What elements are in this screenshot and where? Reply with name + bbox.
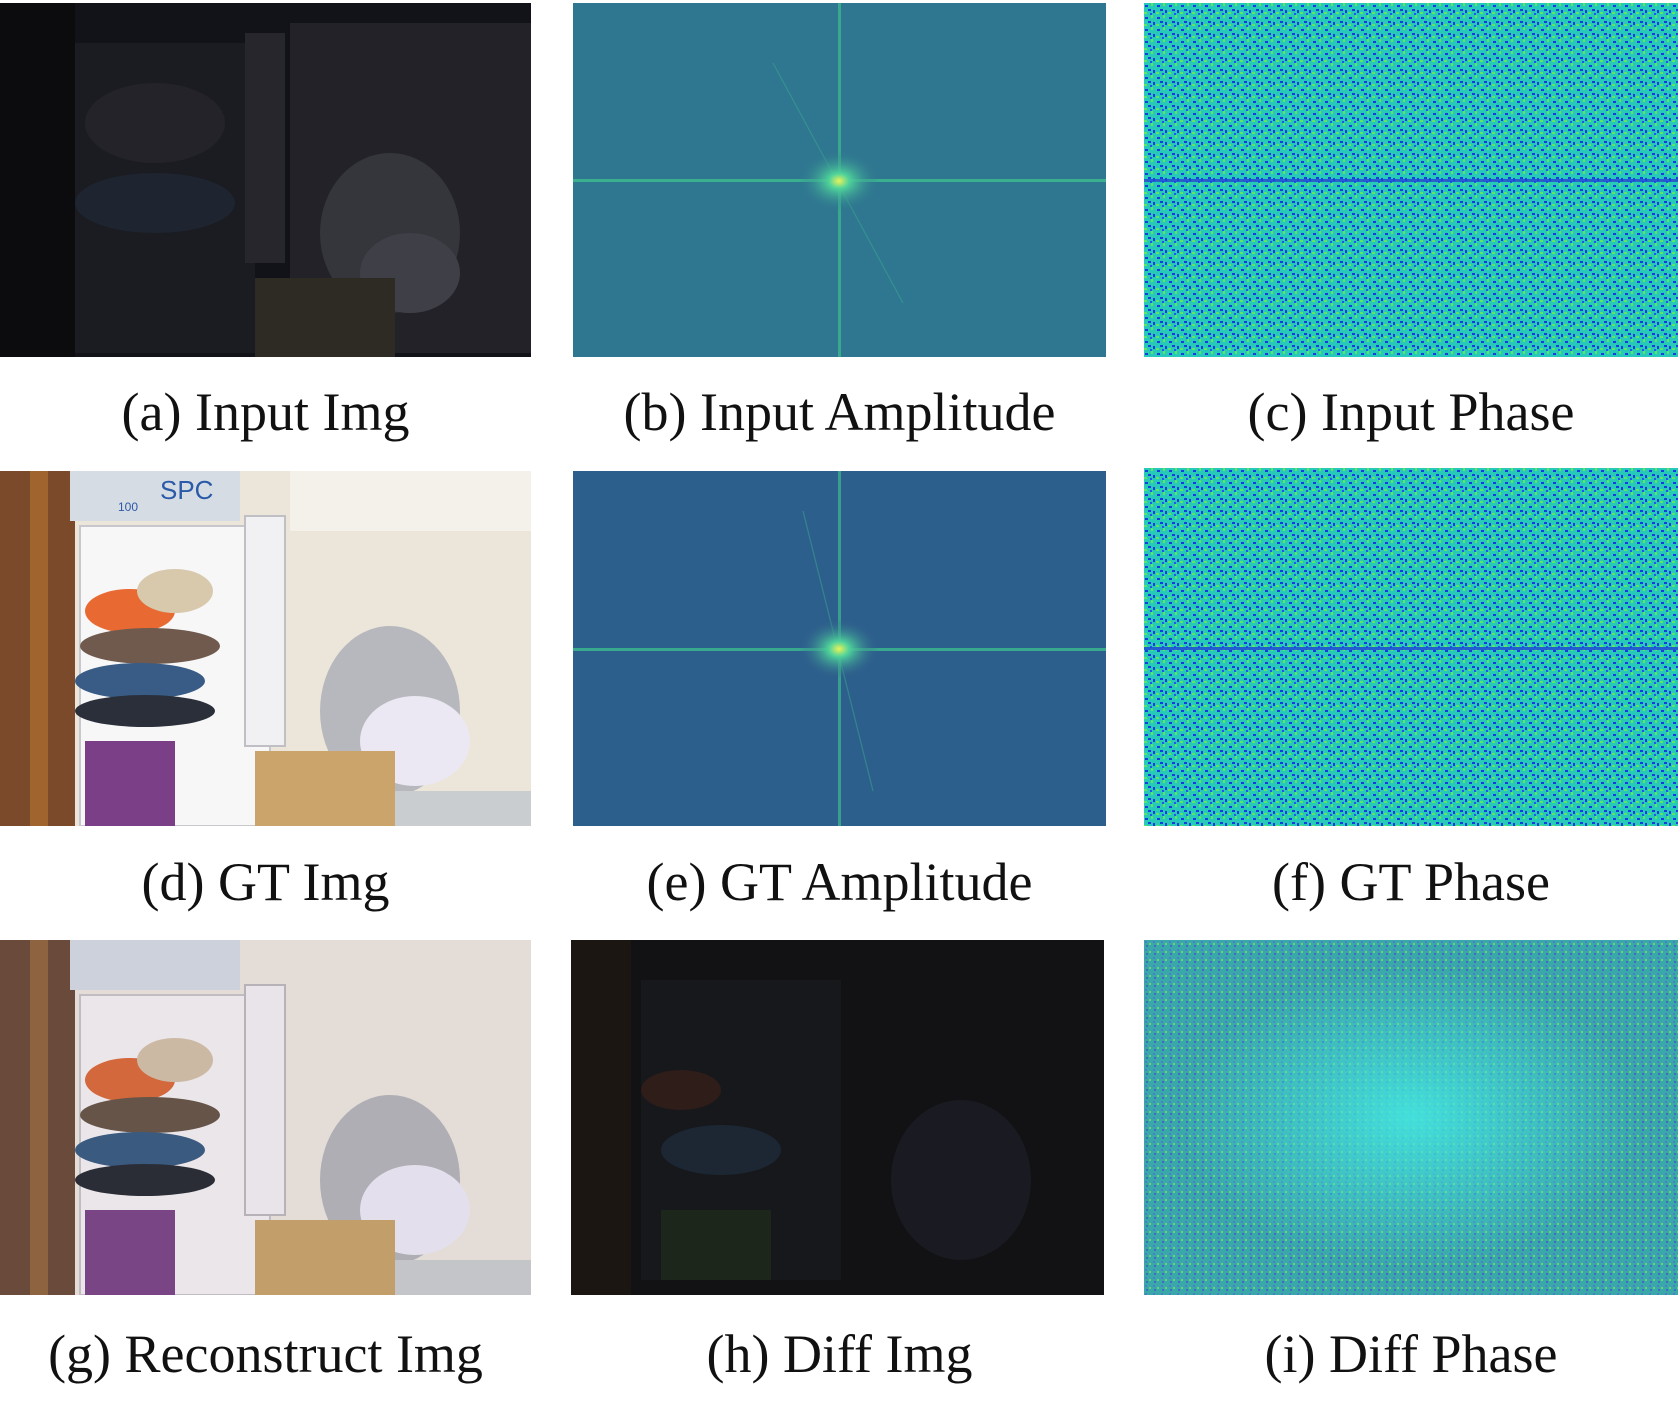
- caption-e: (e) GT Amplitude: [646, 852, 1033, 912]
- caption-f: (f) GT Phase: [1272, 852, 1550, 912]
- caption-d: (d) GT Img: [141, 852, 390, 912]
- caption-a: (a) Input Img: [121, 382, 410, 442]
- gt-image: SPC 100: [0, 471, 531, 826]
- box-number-text: 100: [118, 500, 138, 514]
- diff-phase-svg: [1144, 940, 1678, 1295]
- gt-phase-svg: [1144, 468, 1678, 826]
- input-amplitude: [573, 3, 1106, 357]
- input-phase: [1144, 3, 1678, 357]
- diff-image-svg: [571, 940, 1104, 1295]
- gt-amplitude-svg: [573, 471, 1106, 826]
- caption-g: (g) Reconstruct Img: [48, 1324, 483, 1384]
- caption-h: (h) Diff Img: [706, 1324, 973, 1384]
- diff-phase: [1144, 940, 1678, 1295]
- reconstruct-image: [0, 940, 531, 1295]
- input-image-svg: [0, 3, 531, 357]
- caption-b: (b) Input Amplitude: [623, 382, 1056, 442]
- gt-amplitude: [573, 471, 1106, 826]
- gt-phase: [1144, 468, 1678, 826]
- diff-image: [571, 940, 1104, 1295]
- caption-i: (i) Diff Phase: [1264, 1324, 1558, 1384]
- gt-image-svg: SPC 100: [0, 471, 531, 826]
- input-image: [0, 3, 531, 357]
- input-amplitude-svg: [573, 3, 1106, 357]
- box-logo-text: SPC: [160, 475, 213, 505]
- reconstruct-image-svg: [0, 940, 531, 1295]
- input-phase-svg: [1144, 3, 1678, 357]
- caption-c: (c) Input Phase: [1247, 382, 1575, 442]
